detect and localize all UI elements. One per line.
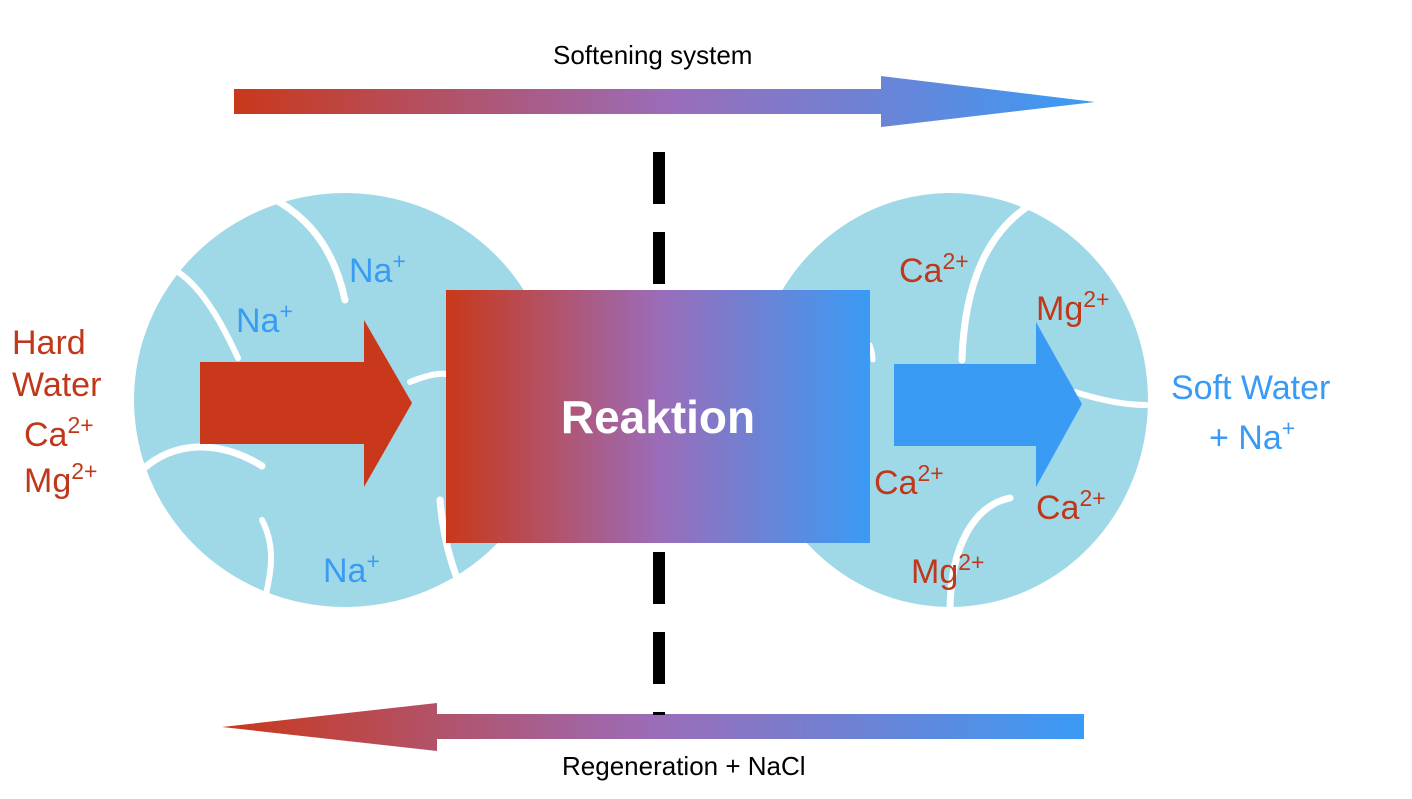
right-bead-ion: Mg2+ [911, 549, 985, 591]
softening-arrow [234, 76, 1095, 127]
reaction-label: Reaktion [560, 391, 756, 443]
hard-water-label-line2: Water [12, 366, 102, 404]
hard-water-label-line1: Hard [12, 324, 86, 362]
soft-water-outflow-arrow [894, 322, 1082, 487]
regeneration-arrow [222, 703, 1084, 751]
hard-water-calcium: Ca2+ [24, 412, 94, 454]
left-bead-ion: Na+ [236, 298, 293, 340]
left-bead-ion: Na+ [323, 548, 380, 590]
hard-water-inflow-arrow [200, 320, 412, 487]
soft-water-label-line1: Soft Water [1171, 369, 1331, 407]
right-bead-ion: Ca2+ [1036, 485, 1106, 527]
right-bead-ion: Ca2+ [899, 248, 969, 290]
right-bead-ion: Ca2+ [874, 460, 944, 502]
left-bead-ion: Na+ [349, 248, 406, 290]
right-bead-ion: Mg2+ [1036, 286, 1110, 328]
hard-water-magnesium: Mg2+ [24, 458, 98, 500]
regeneration-arrow-label: Regeneration + NaCl [562, 751, 806, 781]
softening-arrow-label: Softening system [553, 40, 753, 70]
soft-water-label-line2: + Na+ [1209, 415, 1296, 457]
reaction-box [446, 290, 870, 543]
